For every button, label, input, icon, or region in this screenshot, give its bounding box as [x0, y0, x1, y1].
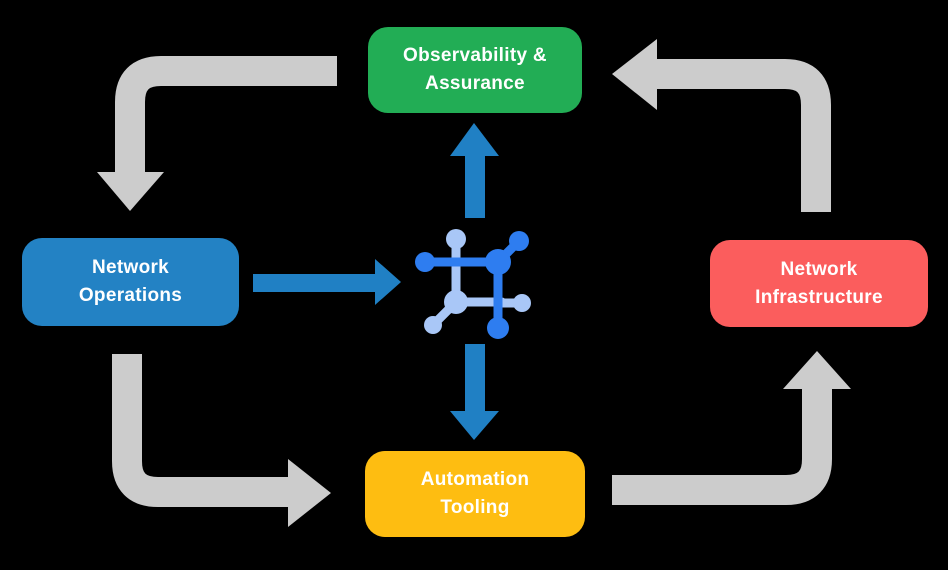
flow-shaft — [253, 274, 375, 292]
node-label-line1: Observability & — [403, 45, 547, 67]
arrow-head-right — [288, 459, 331, 527]
flow-head-down — [450, 411, 499, 440]
flow-shaft — [465, 344, 485, 413]
node-label: Network Infrastructure — [755, 256, 883, 311]
arrow-automation-to-infrastructure — [612, 351, 851, 505]
flow-head-up — [450, 123, 499, 156]
arrow-center-to-automation — [450, 344, 499, 440]
icon-dark-parts — [415, 231, 529, 339]
flow-head-right — [375, 259, 401, 305]
node-label-line1: Automation — [420, 469, 530, 491]
node-network-operations: Network Operations — [22, 238, 239, 326]
arrow-elbow — [112, 354, 288, 507]
node-label-line2: Tooling — [440, 497, 510, 518]
arrow-observability-to-operations — [97, 56, 337, 211]
arrow-head-down — [97, 172, 164, 211]
node-network-infrastructure: Network Infrastructure — [710, 240, 928, 327]
node-label: Observability & Assurance — [403, 42, 547, 97]
node-label: Network Operations — [79, 254, 182, 309]
arrow-head-left — [612, 39, 657, 110]
arrow-operations-to-automation — [112, 354, 331, 527]
node-label-line1: Network — [780, 258, 858, 280]
node-automation-tooling: Automation Tooling — [365, 451, 585, 537]
arrow-operations-to-center — [253, 259, 401, 305]
arrow-elbow — [115, 56, 337, 173]
flow-shaft — [465, 155, 485, 218]
arrow-elbow — [657, 59, 831, 212]
arrow-head-up — [783, 351, 851, 389]
node-label-line2: Operations — [78, 285, 183, 306]
network-automation-icon — [415, 229, 531, 339]
node-label-line1: Network — [91, 257, 170, 279]
node-label: Automation Tooling — [421, 466, 530, 521]
arrow-elbow — [612, 389, 832, 505]
node-observability-assurance: Observability & Assurance — [368, 27, 582, 113]
icon-light-parts — [424, 229, 531, 334]
node-label-line2: Assurance — [425, 73, 525, 94]
node-label-line2: Infrastructure — [755, 286, 883, 308]
arrow-center-to-observability — [450, 123, 499, 218]
arrow-infrastructure-to-observability — [612, 39, 831, 212]
